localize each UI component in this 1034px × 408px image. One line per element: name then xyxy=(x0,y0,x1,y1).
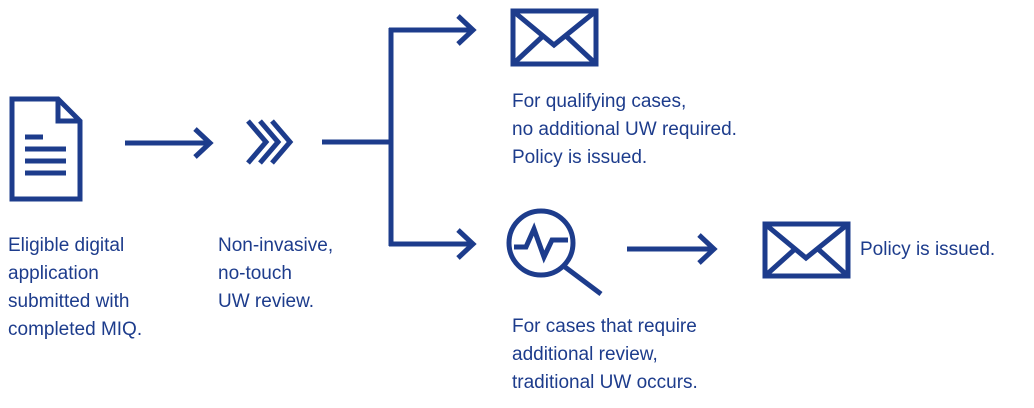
branch-connector xyxy=(322,14,477,260)
caption-line: submitted with xyxy=(8,291,130,312)
caption-line: Policy is issued. xyxy=(860,239,996,260)
caption-line: additional review, xyxy=(512,344,658,365)
review-caption: Non-invasive, no-touch UW review. xyxy=(218,232,333,316)
arrow-to-issue xyxy=(627,233,718,265)
caption-line: no additional UW required. xyxy=(512,119,737,140)
magnifier-heartbeat-icon xyxy=(506,208,603,296)
caption-line: UW review. xyxy=(218,291,315,312)
envelope-icon xyxy=(510,8,599,67)
caption-line: traditional UW occurs. xyxy=(512,372,698,393)
caption-line: no-touch xyxy=(218,263,292,284)
application-caption: Eligible digital application submitted w… xyxy=(8,232,142,344)
caption-line: For cases that require xyxy=(512,316,697,337)
caption-line: completed MIQ. xyxy=(8,319,143,340)
arrow-to-review xyxy=(125,127,214,159)
caption-line: Eligible digital xyxy=(8,235,125,256)
caption-line: For qualifying cases, xyxy=(512,91,687,112)
caption-line: Policy is issued. xyxy=(512,147,648,168)
qualifying-caption: For qualifying cases, no additional UW r… xyxy=(512,88,737,172)
additional-review-caption: For cases that require additional review… xyxy=(512,313,698,397)
final-issue-caption: Policy is issued. xyxy=(860,236,995,264)
caption-line: Non-invasive, xyxy=(218,235,334,256)
envelope-icon xyxy=(762,221,851,279)
triple-chevron-right-icon xyxy=(246,119,294,165)
document-icon xyxy=(9,96,83,202)
caption-line: application xyxy=(8,263,99,284)
